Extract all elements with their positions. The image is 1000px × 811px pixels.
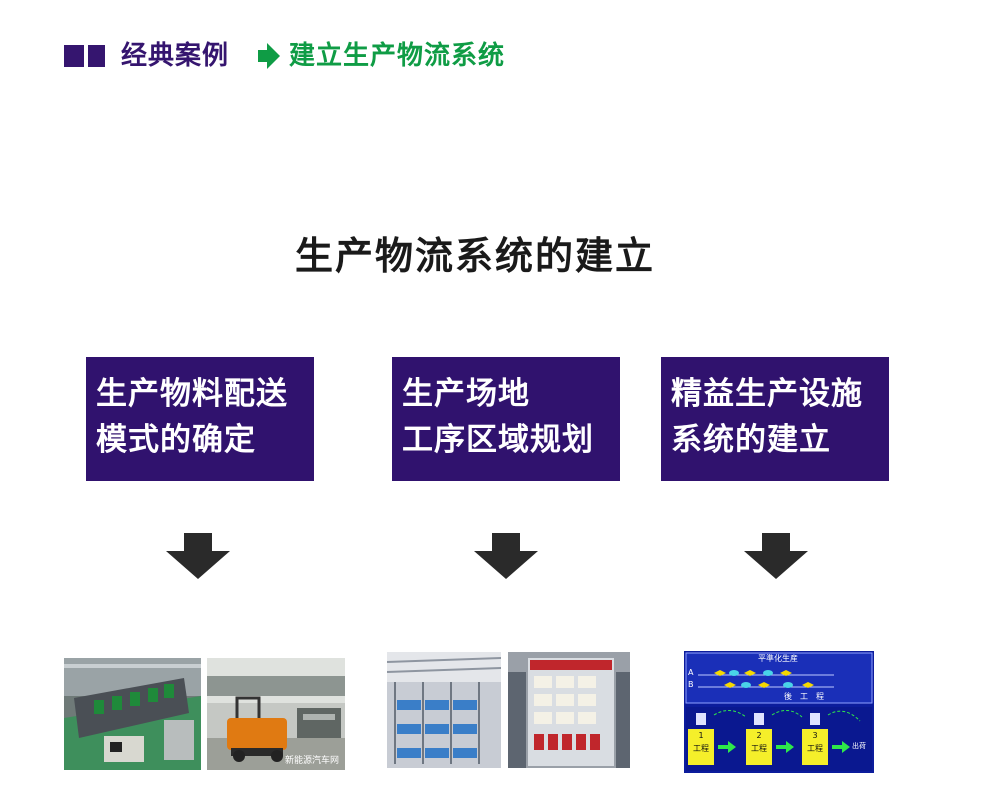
- diagram-row-a: A: [688, 668, 694, 677]
- main-title: 生产物流系统的建立: [294, 234, 655, 278]
- header-block-icon: [88, 45, 105, 67]
- box-line: 生产场地: [402, 376, 530, 412]
- photo-forklift: 新能源汽车网: [207, 658, 345, 770]
- photo-heijunka-diagram: 平準化生産 A B 後 工 程 1 工程 2 工程 3 工程 出荷: [684, 651, 874, 773]
- section-label: 经典案例: [121, 41, 230, 71]
- station-label: 工程: [807, 744, 823, 753]
- box-site-planning: 生产场地 工序区域规划: [392, 357, 620, 481]
- box-lean-facilities: 精益生产设施 系统的建立: [661, 357, 889, 481]
- photo-storage-racks: [387, 652, 501, 768]
- output-label: 出荷: [852, 742, 866, 750]
- station-label: 工程: [751, 744, 767, 753]
- photo-conveyor-line: [64, 658, 201, 770]
- station-label: 工程: [693, 744, 709, 753]
- diagram-process-label: 後 工 程: [784, 692, 824, 701]
- box-line: 生产物料配送: [96, 376, 288, 412]
- section-topic: 建立生产物流系统: [289, 41, 506, 71]
- watermark-text: 新能源汽车网: [284, 756, 339, 766]
- station-number: 3: [812, 731, 818, 740]
- diagram-title: 平準化生産: [758, 654, 798, 663]
- header-block-icon: [64, 45, 84, 67]
- arrow-right-icon: [258, 43, 280, 69]
- arrow-down-icon: [744, 533, 808, 579]
- arrow-down-icon: [474, 533, 538, 579]
- box-line: 系统的建立: [671, 422, 831, 458]
- box-line: 精益生产设施: [671, 376, 863, 412]
- box-line: 工序区域规划: [402, 422, 594, 458]
- arrow-down-icon: [166, 533, 230, 579]
- photo-parts-shelf: [508, 652, 630, 768]
- station-number: 1: [698, 731, 704, 740]
- diagram-row-b: B: [688, 680, 694, 689]
- box-line: 模式的确定: [96, 422, 256, 458]
- station-number: 2: [756, 731, 762, 740]
- box-material-delivery: 生产物料配送 模式的确定: [86, 357, 314, 481]
